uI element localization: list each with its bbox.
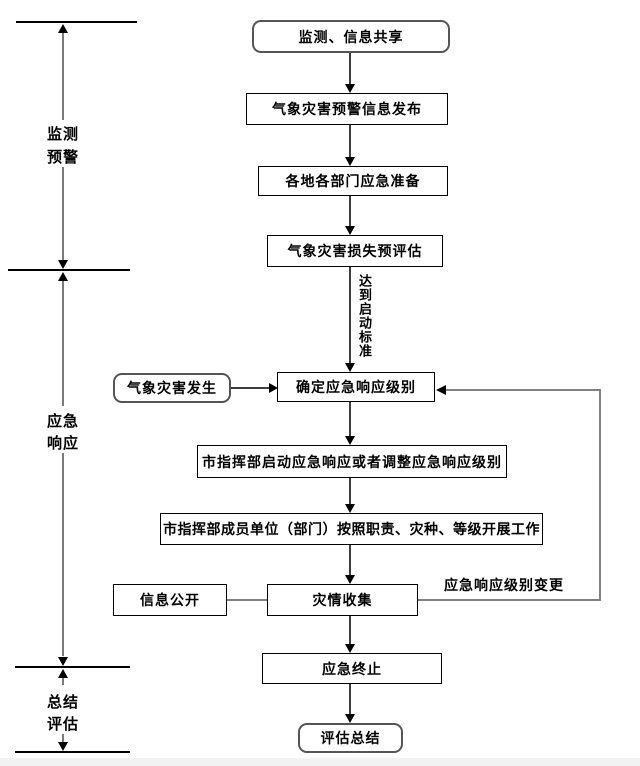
arrow-members-to-collection — [349, 545, 351, 576]
axis-arrow-down-phase1 — [58, 260, 68, 269]
axis-segment-phase3-upper — [62, 678, 64, 685]
axis-top-line — [16, 21, 137, 23]
arrow-start-to-members — [349, 478, 351, 505]
axis-arrow-down-phase3 — [58, 742, 68, 751]
axis-segment-phase2-lower — [62, 453, 64, 656]
axis-segment-phase1-upper — [62, 33, 64, 120]
feedback-line-bottom — [418, 599, 601, 601]
arrowhead-termination-to-summary — [345, 714, 355, 723]
arrowhead-members-to-collection — [345, 575, 355, 584]
axis-segment-phase3-lower — [62, 734, 64, 742]
arrowhead-monitor-to-warning — [345, 84, 355, 93]
node-determine-level: 确定应急响应级别 — [277, 372, 435, 402]
axis-bottom-line — [15, 751, 130, 753]
axis-divider-2 — [15, 666, 130, 668]
node-start-adjust-response: 市指挥部启动应急响应或者调整应急响应级别 — [197, 445, 507, 478]
arrow-occurs-to-determine — [231, 387, 270, 389]
node-members-work: 市指挥部成员单位（部门）按照职责、灾种、等级开展工作 — [160, 513, 543, 545]
arrowhead-warning-to-preparation — [345, 157, 355, 166]
node-start-adjust-response-label: 市指挥部启动应急响应或者调整应急响应级别 — [202, 453, 502, 470]
node-disaster-collection: 灾情收集 — [267, 584, 418, 616]
phase-label-summary-line1: 总结 — [46, 694, 79, 711]
node-evaluation-summary: 评估总结 — [298, 723, 403, 753]
arrow-warning-to-preparation — [349, 125, 351, 158]
node-dept-preparation-label: 各地各部门应急准备 — [285, 173, 421, 189]
axis-arrow-up-phase2 — [58, 272, 68, 281]
node-loss-preassessment: 气象灾害损失预评估 — [267, 235, 443, 267]
node-warning-release: 气象灾害预警信息发布 — [246, 93, 448, 125]
node-emergency-termination-label: 应急终止 — [322, 660, 382, 677]
arrow-termination-to-summary — [349, 684, 351, 715]
phase-label-monitoring-line1: 监测 — [46, 126, 79, 143]
edge-label-activation-criteria: 达到启动标准 — [357, 274, 372, 358]
arrowhead-preparation-to-preassessment — [345, 226, 355, 235]
axis-segment-phase1-lower — [62, 167, 64, 260]
arrowhead-start-to-members — [345, 504, 355, 513]
node-members-work-label: 市指挥部成员单位（部门）按照职责、灾种、等级开展工作 — [163, 521, 540, 537]
edge-label-level-change: 应急响应级别变更 — [444, 577, 564, 593]
connector-disclosure-collection — [227, 599, 267, 601]
node-disaster-occurs-label: 气象灾害发生 — [127, 380, 217, 396]
arrow-determine-to-start — [349, 402, 351, 437]
arrow-preassessment-to-determine — [349, 267, 351, 364]
arrowhead-occurs-to-determine — [269, 383, 278, 393]
phase-label-response-line1: 应急 — [46, 413, 79, 430]
node-emergency-termination: 应急终止 — [262, 653, 442, 684]
node-evaluation-summary-label: 评估总结 — [320, 730, 381, 746]
node-info-disclosure-label: 信息公开 — [140, 592, 200, 608]
node-disaster-occurs: 气象灾害发生 — [113, 373, 231, 403]
axis-arrow-up-phase1 — [58, 24, 68, 33]
node-dept-preparation: 各地各部门应急准备 — [258, 166, 448, 196]
arrow-preparation-to-preassessment — [349, 196, 351, 227]
node-disaster-collection-label: 灾情收集 — [312, 592, 373, 608]
arrowhead-feedback-to-determine — [436, 385, 446, 395]
node-monitor-share: 监测、信息共享 — [252, 20, 450, 53]
page-bottom-edge — [0, 758, 640, 766]
node-loss-preassessment-label: 气象灾害损失预评估 — [287, 243, 423, 259]
arrowhead-collection-to-termination — [345, 644, 355, 653]
node-warning-release-label: 气象灾害预警信息发布 — [272, 101, 422, 117]
arrowhead-determine-to-start — [345, 436, 355, 445]
node-determine-level-label: 确定应急响应级别 — [296, 379, 416, 395]
axis-arrow-down-phase2 — [58, 657, 68, 666]
arrowhead-preassessment-to-determine — [345, 363, 355, 372]
phase-label-monitoring-line2: 预警 — [46, 149, 79, 166]
axis-segment-phase2-upper — [62, 281, 64, 406]
axis-arrow-up-phase3 — [58, 669, 68, 678]
node-monitor-share-label: 监测、信息共享 — [298, 28, 404, 45]
node-info-disclosure: 信息公开 — [113, 584, 227, 616]
arrow-monitor-to-warning — [349, 53, 351, 85]
axis-divider-1 — [8, 269, 130, 271]
arrow-collection-to-termination — [349, 616, 351, 645]
feedback-line-top — [446, 389, 601, 391]
feedback-line-vertical — [599, 390, 601, 601]
phase-label-response-line2: 响应 — [46, 435, 79, 452]
phase-label-summary-line2: 评估 — [46, 716, 79, 733]
